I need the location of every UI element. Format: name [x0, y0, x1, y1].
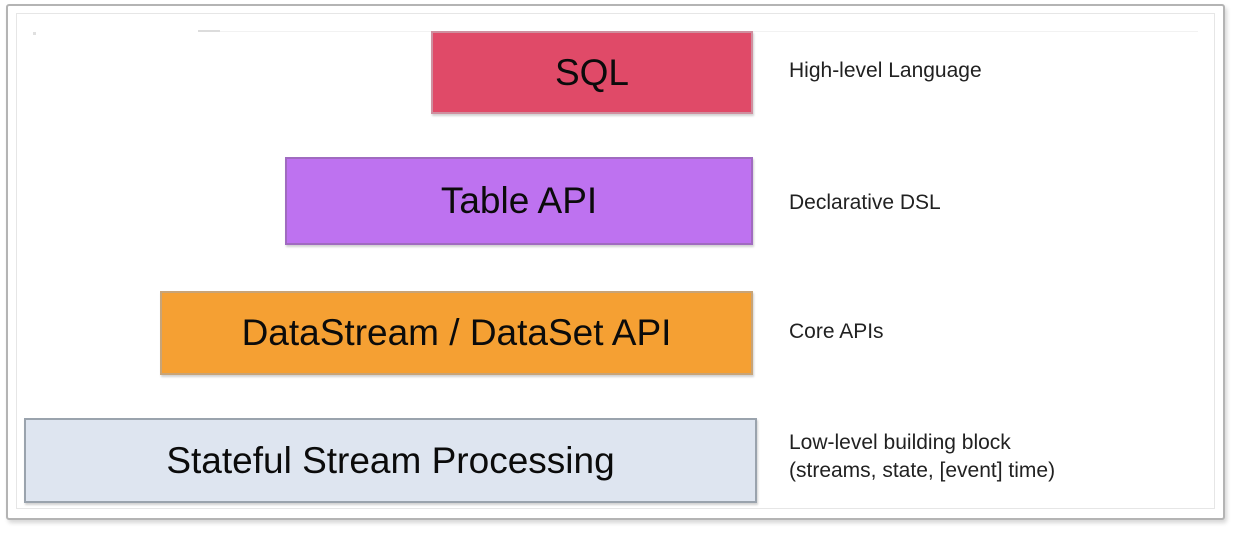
- side-label-sql: High-level Language: [789, 59, 982, 82]
- side-label-table-api: Declarative DSL: [789, 191, 941, 214]
- layer-bar-table-api-label: Table API: [440, 180, 598, 221]
- top-hairline-stub: [198, 30, 220, 32]
- layer-bar-sql[interactable]: SQL: [431, 31, 753, 114]
- layer-bar-datastream-dataset-api[interactable]: DataStream / DataSet API: [160, 291, 753, 375]
- side-label-datastream-dataset-api: Core APIs: [789, 320, 884, 343]
- layer-bar-sql-label: SQL: [554, 51, 630, 93]
- layer-bar-datastream-dataset-api-label: DataStream / DataSet API: [241, 312, 672, 353]
- layer-bar-table-api[interactable]: Table API: [285, 157, 753, 245]
- layer-bar-stateful-stream-processing[interactable]: Stateful Stream Processing: [24, 418, 757, 503]
- side-label-stateful-stream-processing: Low-level building block (streams, state…: [789, 431, 1056, 482]
- layer-bar-stateful-stream-processing-label: Stateful Stream Processing: [166, 439, 615, 481]
- corner-mark: [33, 32, 36, 35]
